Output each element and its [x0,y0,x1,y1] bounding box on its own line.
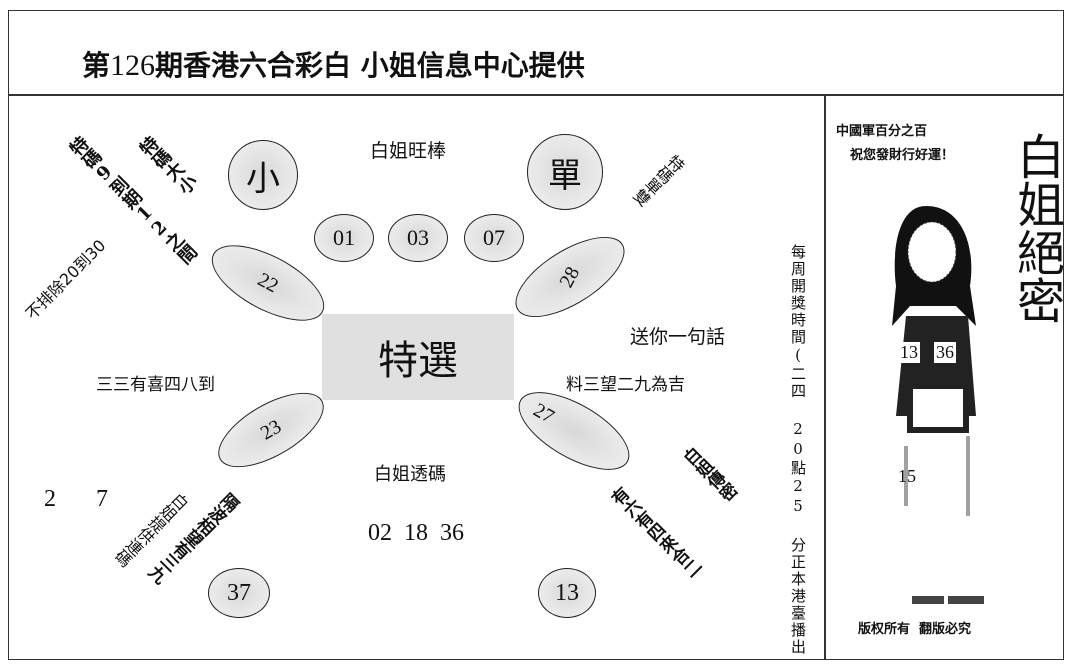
gift-phrase: 料三望二九為吉 [566,375,685,395]
lower-number: 15 [898,466,916,486]
big-small-circle: 小 [228,140,298,210]
title-suffix: 期香港六合彩白 小姐信息中心提供 [155,49,585,82]
left-phrase: 三三有喜四八到 [96,375,215,395]
sidebar-ad: 中國軍百分之百 祝您發財行好運！ 白姐絕密 13 36 15 版权所有 翻版必究 [826,96,1064,660]
page-title: 第126期香港六合彩白 小姐信息中心提供 [82,44,585,84]
center-featured-box: 特選 [322,314,514,400]
chest-number-2: 36 [934,342,956,363]
ellipse-number: 23 [256,415,285,445]
chest-number-1: 13 [898,342,920,363]
ellipse-number: 27 [529,398,559,428]
top-number-3: 07 [464,214,524,262]
ellipse-number: 22 [254,268,283,297]
top-label: 白姐旺棒 [370,140,447,162]
header: 第126期香港六合彩白 小姐信息中心提供 [8,10,1064,96]
woman-figure-image [892,206,984,604]
ad-line-1: 中國軍百分之百 [836,124,928,139]
ellipse-number: 28 [555,262,584,291]
center-label: 特選 [378,338,458,384]
left-digit-1: 2 [44,486,56,512]
page-frame [8,10,1064,660]
ad-big-title: 白姐絕密 [1008,132,1064,324]
lower-left-circle: 37 [208,568,270,618]
ad-line-2: 祝您發財行好運！ [850,148,955,163]
bottom-numbers: 02 18 36 [368,520,464,546]
bottom-label: 白姐透碼 [374,464,446,485]
top-number-2: 03 [388,214,448,262]
title-prefix: 第 [82,49,111,82]
gift-phrase-title: 送你一句話 [630,326,726,348]
left-digit-2: 7 [96,486,108,512]
issue-number: 126 [110,49,156,82]
copyright-text: 版权所有 翻版必究 [858,622,972,637]
top-number-1: 01 [314,214,374,262]
odd-even-circle: 單 [527,134,603,210]
lower-right-circle: 13 [538,568,596,618]
draw-schedule-text: 每周開獎時間(二四 20點25 分正本港臺播出 [789,244,807,656]
sidebar-divider [824,96,826,660]
